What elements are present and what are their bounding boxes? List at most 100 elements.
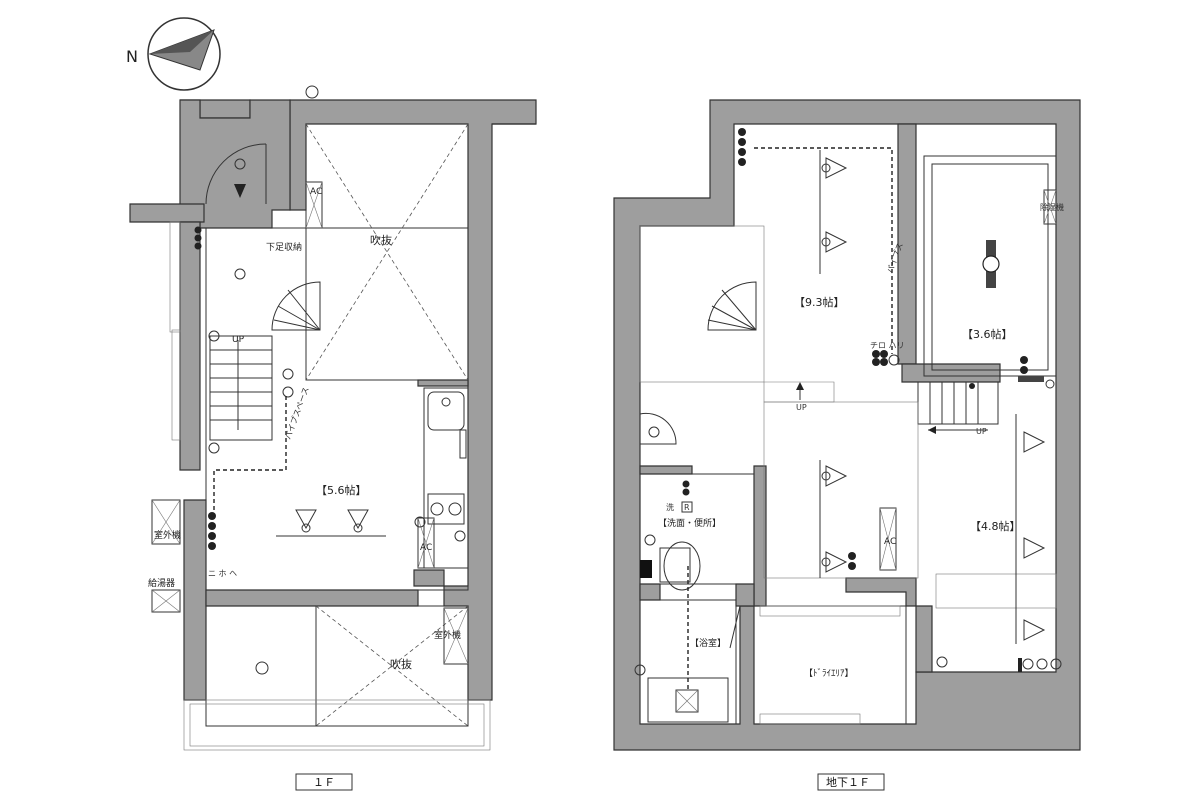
wall-1f-left-lower: [183, 499, 207, 701]
spot-light-icon: [825, 551, 848, 573]
balcony-outline: [205, 605, 317, 727]
outlet-icon: [936, 656, 948, 668]
pendant-light-icon: [347, 509, 369, 530]
stairs-1f: [209, 281, 321, 441]
room-label-b1f-lower: 【4.8帖】: [970, 520, 1021, 533]
symbol-r: R: [684, 503, 690, 512]
window-1f-left: [169, 221, 181, 333]
wall-b1f-room-side: [901, 363, 1001, 383]
wall-1f-left-upper: [129, 203, 205, 223]
ceiling-light-icon: [255, 661, 269, 675]
switch-cluster-b1f-corner: [1018, 658, 1062, 672]
outlet-icon: [282, 386, 294, 398]
switch-cluster-1f-mid: [208, 512, 216, 550]
floor-1f-plan: 【5.6帖】 吹抜 吹抜 下足収納 室外機 給湯器 室外機 UP AC AC パ…: [129, 85, 537, 791]
dehumidifier-label: 除湿機: [1040, 202, 1064, 212]
wall-b1f-wash: [639, 465, 693, 475]
symbol-chips-1f: ニ ホ ヘ: [208, 569, 237, 578]
water-heater-label: 給湯器: [148, 577, 175, 589]
switch-cluster-b1f-top: [738, 128, 746, 166]
outdoor-unit-label-right: 室外機: [434, 629, 461, 641]
ac-label-b1f: AC: [884, 537, 896, 547]
kitchen-1f: [423, 387, 469, 569]
north-arrow-icon: [147, 17, 221, 91]
bath-door-swing: [729, 605, 741, 649]
symbols-upper-b1f: チロ ハリ: [870, 341, 905, 350]
wall-1f-bath-top: [205, 589, 419, 607]
up-label-b1f-upper: UP: [796, 403, 807, 412]
bathroom-outline: [639, 599, 737, 725]
room-label-b1f-main: 【9.3帖】: [794, 296, 845, 309]
water-tank-icon: [640, 560, 652, 578]
spot-light-icon: [825, 465, 848, 487]
void-label-lower: 吹抜: [390, 657, 412, 671]
north-label: N: [126, 47, 138, 66]
wall-1f-left-column: [179, 221, 201, 471]
outdoor-unit-right: [443, 607, 469, 665]
outdoor-unit-left: [151, 499, 181, 545]
ceiling-fan-icon: [982, 240, 1000, 288]
wall-b1f-bath-top: [639, 583, 661, 601]
outlet-icon: [208, 442, 220, 454]
balcony-rail: [183, 699, 491, 751]
outlet-icon: [234, 268, 246, 280]
room-label-b1f-side: 【3.6帖】: [962, 328, 1013, 341]
dry-area-label: 【ﾄﾞﾗｲｴﾘｱ】: [804, 668, 854, 679]
spot-light-icon: [1023, 537, 1046, 559]
pendant-light-icon: [295, 509, 317, 530]
floor-1f-caption: １Ｆ: [313, 776, 335, 789]
switch-cluster-b1f-mid: [872, 350, 900, 366]
outlet-icon: [282, 368, 294, 380]
wall-1f-step: [413, 569, 445, 587]
outlet-icon: [234, 158, 246, 170]
wall-b1f-dry-top: [845, 577, 917, 607]
up-label-b1f-lower: UP: [976, 427, 987, 436]
wall-b1f-bath-right: [735, 583, 755, 607]
ac-unit-1f-lower: [417, 517, 435, 569]
void-label-upper: 吹抜: [370, 233, 392, 247]
outlet-icon: [305, 85, 319, 99]
ac-label-1f-upper: AC: [310, 187, 322, 197]
wall-1f-kitchen: [417, 379, 469, 387]
wash-basin-icon: [639, 412, 677, 445]
outlet-icon: [414, 516, 426, 528]
switch-cluster-1f-entry: [194, 226, 202, 250]
wiring-b1f: [754, 147, 893, 354]
outlet-icon: [634, 664, 646, 676]
bathroom-label: 【浴室】: [690, 637, 726, 649]
outlet-icon: [454, 530, 466, 542]
washroom-label: 【洗面・便所】: [658, 517, 721, 529]
outlet-icon: [208, 330, 220, 342]
wiring-1f: [213, 396, 287, 512]
switch-cluster-b1f-lower: [848, 552, 856, 570]
outlet-icon: [969, 383, 975, 389]
floor-b1f-plan: R 洗: [613, 99, 1081, 791]
switch-cluster-b1f-wash: [682, 480, 690, 496]
outdoor-unit-label-left: 室外機: [154, 529, 181, 541]
toilet-icon: [663, 541, 701, 591]
ac-label-1f-lower: AC: [420, 543, 432, 553]
outlet-icon: [644, 534, 656, 546]
floor-b1f-caption-box: [817, 773, 885, 791]
entry-arrow-icon: [234, 184, 246, 198]
ac-unit-1f-upper: [305, 181, 323, 229]
ac-unit-b1f: [879, 507, 897, 571]
washer-label: 洗: [666, 502, 674, 512]
washroom-outline: [639, 473, 755, 585]
side-room-outline: [923, 155, 1057, 377]
entry-door-swing: [205, 143, 267, 205]
switch-cluster-b1f-side: [1018, 356, 1055, 389]
pipe-label-1f: パイプスペース: [283, 386, 310, 441]
floor-1f-caption-box: [295, 773, 353, 791]
shoe-storage-label: 下足収納: [266, 241, 302, 253]
dehumidifier-box: [1043, 189, 1057, 225]
wall-1f-top-right: [289, 99, 537, 701]
wall-b1f-outer: [613, 99, 1081, 751]
drain-icon: [675, 689, 699, 713]
up-label-1f: UP: [232, 335, 245, 345]
stair-void-outline: [639, 225, 765, 383]
floor-b1f-caption: 地下１Ｆ: [826, 776, 870, 789]
r-box: [681, 501, 693, 513]
spot-light-icon: [825, 231, 848, 253]
